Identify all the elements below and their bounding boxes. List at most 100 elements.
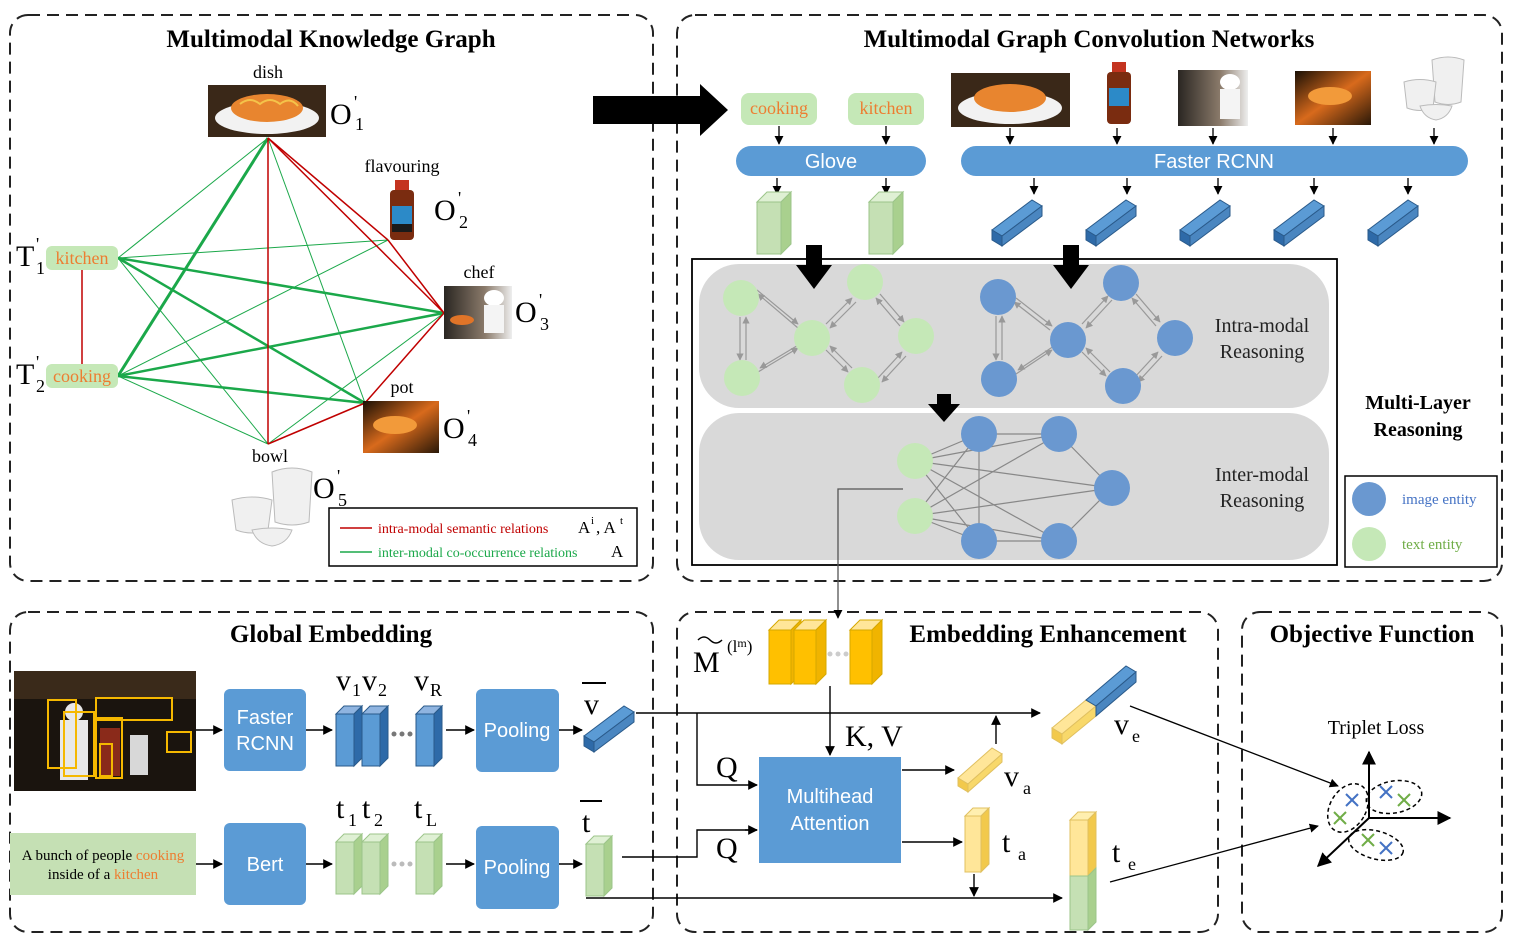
te-vector <box>1068 810 1098 932</box>
t2-sub: 2 <box>36 376 45 396</box>
title-mkg: Multimodal Knowledge Graph <box>166 26 495 53</box>
thick-down-arrows <box>796 245 1089 422</box>
rcnn-vectors <box>991 199 1419 247</box>
svg-text:(lm): (lm) <box>727 636 752 656</box>
inter-label-1: Inter-modal <box>1215 464 1309 486</box>
mkg-legend: intra-modal semantic relations A i , A t… <box>328 507 638 567</box>
glove-vectors <box>755 190 905 256</box>
o-labels: O ' 1 O ' 2 O ' 3 O ' 4 O ' 5 T ' 1 T ' … <box>16 92 549 510</box>
o2-sup: ' <box>458 188 461 208</box>
title-mgcn: Multimodal Graph Convolution Networks <box>864 26 1315 53</box>
v1-label: v <box>336 664 351 697</box>
ve-sub: e <box>1132 726 1140 746</box>
link-graph-to-M <box>833 488 903 619</box>
mgcn-kitchen-node <box>848 93 924 125</box>
global-faster-label-1: Faster <box>237 707 294 729</box>
o3-sub: 3 <box>540 314 549 334</box>
global-faster-label-2: RCNN <box>236 733 294 755</box>
panel-obj <box>1241 611 1503 933</box>
faster-rcnn-bar <box>961 146 1468 176</box>
t2-feat-sub: 2 <box>374 810 383 830</box>
mgcn-kitchen-label: kitchen <box>860 98 913 118</box>
global-arrows <box>196 725 583 869</box>
ta-vector <box>963 806 991 874</box>
pooling-label-image: Pooling <box>484 720 551 742</box>
pot-label: pot <box>390 377 413 397</box>
mha-label-1: Multihead <box>787 786 874 808</box>
o5-label: O <box>313 472 335 505</box>
o3-sup: ' <box>539 290 542 310</box>
te-label: t <box>1112 836 1121 869</box>
tbar-label: t <box>582 806 591 839</box>
kitchen-node-label: kitchen <box>56 248 109 268</box>
intra-nodes <box>723 264 1193 404</box>
legend-inter-sym: A <box>611 542 624 561</box>
multi-layer-label-1: Multi-Layer <box>1365 392 1471 414</box>
ta-label: t <box>1002 826 1011 859</box>
flavouring-image <box>390 180 414 240</box>
bert-label: Bert <box>247 854 284 876</box>
legend-intra-sym: A <box>578 518 591 537</box>
t1-sub: 1 <box>36 258 45 278</box>
o5-sup: ' <box>337 466 340 486</box>
title-enh: Embedding Enhancement <box>909 621 1187 648</box>
inter-label-2: Reasoning <box>1220 490 1304 512</box>
legend-inter: inter-modal co-occurrence relations <box>378 546 578 561</box>
region-features <box>334 704 444 768</box>
o4-sup: ' <box>467 406 470 426</box>
o2-sub: 2 <box>459 212 468 232</box>
panel-mgcn <box>676 14 1503 582</box>
pooled-t-vector <box>584 834 614 898</box>
feature-labels: v 1 v 2 v R t 1 t 2 t L <box>336 664 442 830</box>
enh-arrows <box>586 686 1063 903</box>
big-arrow-right <box>593 84 728 136</box>
vR-sub: R <box>430 680 442 700</box>
multihead-attention-box <box>759 757 901 863</box>
entity-legend: image entity text entity <box>1344 475 1498 568</box>
q-label-2: Q <box>716 832 738 865</box>
mgcn-small-arrows <box>772 126 1439 195</box>
v2-label: v <box>362 664 377 697</box>
t1-feat-label: t <box>336 792 345 825</box>
mha-label-2: Attention <box>791 813 870 835</box>
ve-vector <box>1051 665 1137 746</box>
glove-bar <box>736 146 926 176</box>
triplet-points <box>1333 785 1411 855</box>
t2-feat-label: t <box>362 792 371 825</box>
o1-label: O <box>330 98 352 131</box>
v2-sub: 2 <box>378 680 387 700</box>
pooling-label-text: Pooling <box>484 857 551 879</box>
mgcn-cooking-node <box>741 93 817 125</box>
va-sub: a <box>1023 778 1031 798</box>
pooled-v-vector <box>583 705 635 753</box>
token-features <box>334 832 444 896</box>
caption-line-1: A bunch of people cooking <box>22 848 185 864</box>
vbar-label: v <box>584 688 599 721</box>
v1-sub: 1 <box>352 680 361 700</box>
pooling-box-text <box>476 826 559 909</box>
caption-box <box>10 833 196 895</box>
M-vectors <box>767 618 884 686</box>
t2-sup: ' <box>36 352 39 372</box>
t1-sup: ' <box>36 234 39 254</box>
inter-nodes <box>897 416 1130 559</box>
bowl-label: bowl <box>252 446 288 466</box>
triplet-loss-label: Triplet Loss <box>1328 717 1425 739</box>
title-global: Global Embedding <box>230 621 433 648</box>
q-label-1: Q <box>716 751 738 784</box>
triplet-clusters <box>1326 779 1423 862</box>
tL-label: t <box>414 792 423 825</box>
va-vector <box>957 747 1003 794</box>
vR-label: v <box>414 664 429 697</box>
multi-layer-label-2: Reasoning <box>1374 419 1463 441</box>
inter-region <box>699 413 1329 560</box>
o1-sub: 1 <box>355 114 364 134</box>
kv-label: K, V <box>845 720 903 753</box>
panel-mkg <box>9 14 654 582</box>
t1-feat-sub: 1 <box>348 810 357 830</box>
intra-label-2: Reasoning <box>1220 341 1304 363</box>
mkg-edges <box>81 137 445 445</box>
mgcn-cooking-label: cooking <box>750 98 808 118</box>
